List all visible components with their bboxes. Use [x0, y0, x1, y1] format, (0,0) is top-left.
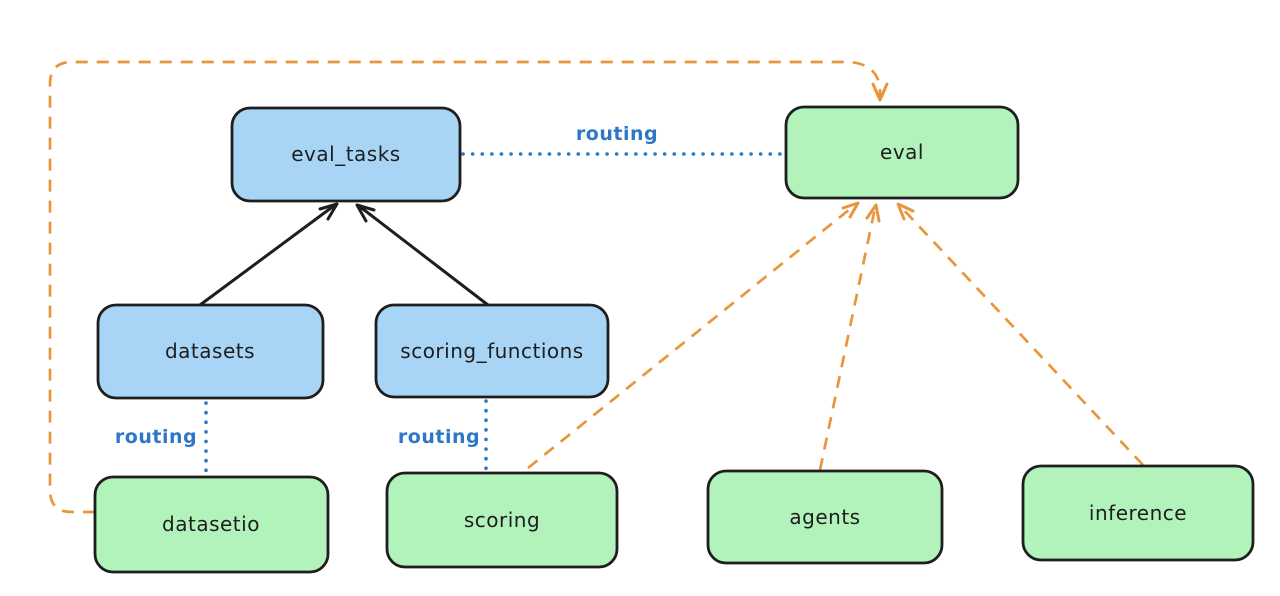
routing-label-eval-tasks-eval: routing [576, 123, 658, 145]
node-scoring-functions-label: scoring_functions [400, 339, 583, 363]
node-scoring: scoring [385, 471, 619, 569]
node-datasets-box [96, 303, 325, 400]
node-eval-tasks-box [230, 106, 462, 203]
node-eval-tasks-label: eval_tasks [291, 142, 400, 166]
edge-inference-to-eval-line [899, 205, 1144, 466]
node-datasetio-box [93, 475, 330, 574]
edge-datasetio-to-eval-arrowhead [871, 82, 889, 102]
node-datasets: datasets [96, 303, 325, 400]
edge-datasets-to-eval-tasks-line [198, 203, 337, 307]
edge-datasets-to-eval-tasks-arrowhead [318, 202, 339, 221]
node-datasets-label: datasets [165, 339, 255, 363]
node-inference-box [1021, 464, 1255, 562]
node-scoring-box [385, 471, 619, 569]
node-eval-box [784, 105, 1020, 200]
node-eval-label: eval [880, 140, 924, 164]
node-eval: eval [784, 105, 1020, 200]
node-inference-label: inference [1089, 501, 1187, 525]
edge-agents-to-eval-line [818, 207, 877, 471]
edge-scoring-to-eval-line [527, 203, 856, 470]
edge-scoring-to-eval-arrowhead [841, 201, 860, 219]
node-scoring-label: scoring [464, 508, 540, 532]
node-scoring-functions: scoring_functions [374, 303, 610, 399]
node-scoring-functions-box [374, 303, 610, 399]
node-agents-label: agents [789, 505, 860, 529]
edge-datasetio-to-eval-line [48, 60, 882, 514]
node-datasetio: datasetio [93, 475, 330, 574]
node-inference: inference [1021, 464, 1255, 562]
routing-label-scoring-functions-scoring: routing [398, 426, 480, 448]
edge-scoring-functions-to-eval-tasks-arrowhead [355, 203, 376, 223]
edge-agents-to-eval-arrowhead [865, 203, 881, 223]
node-agents-box [706, 469, 944, 565]
node-agents: agents [706, 469, 944, 565]
node-eval-tasks: eval_tasks [230, 106, 462, 203]
node-datasetio-label: datasetio [162, 512, 260, 536]
routing-label-datasets-datasetio: routing [115, 426, 197, 448]
edge-scoring-functions-to-eval-tasks-line [357, 204, 490, 307]
edge-inference-to-eval-arrowhead [896, 202, 915, 221]
